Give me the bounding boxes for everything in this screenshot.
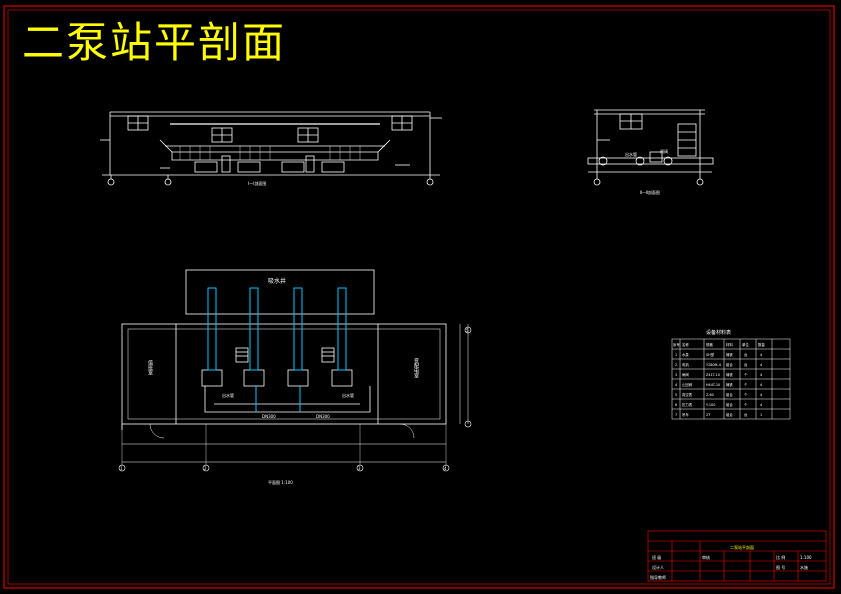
table-cell: 7 <box>675 413 677 417</box>
table-cell: 组合 <box>726 392 733 397</box>
pump-1 <box>201 369 223 387</box>
table-cell: 个 <box>744 392 748 397</box>
table-cell: 1 <box>760 413 762 417</box>
axis-bubbles <box>118 326 472 472</box>
table-cell: 组合 <box>726 402 733 407</box>
table-cell: Z-60 <box>706 393 714 397</box>
table-cell: 4 <box>760 373 762 377</box>
table-cell: 个 <box>744 402 748 407</box>
table-cell: 电机 <box>682 362 689 367</box>
table-cell: 台 <box>744 362 748 367</box>
left-room-label: 值班室 <box>147 359 153 375</box>
right-room-label: 变配电室 <box>413 357 419 378</box>
pump-3 <box>287 369 309 387</box>
table-header: 数量 <box>758 342 765 347</box>
title-block-value: 1:100 <box>800 555 812 560</box>
pump <box>321 161 345 173</box>
table-cell: Z41T-10 <box>706 373 720 377</box>
table-cell: 台 <box>744 352 748 357</box>
elevation-right-valve-label: 闸阀 <box>660 148 668 154</box>
table-header: 单位 <box>742 342 749 347</box>
elevation-right-caption: Ⅱ—Ⅱ剖面图 <box>640 189 660 195</box>
title-block-label: 图 号 <box>776 564 785 570</box>
table-cell: Y280M-4 <box>706 363 721 367</box>
table-cell: 4 <box>760 403 762 407</box>
axis-mark-1: 1 <box>120 466 123 471</box>
table-cell: 4 <box>760 393 762 397</box>
pump <box>237 161 261 173</box>
title-block-label: 设计人 <box>652 564 664 570</box>
pump <box>281 161 305 173</box>
title-block-drawing-name: 二泵站平剖面 <box>730 544 754 550</box>
well-label: 吸水井 <box>268 277 286 285</box>
suction-pipes <box>207 287 347 412</box>
table-cell: 3 <box>675 373 677 377</box>
title-block-label: 审核 <box>702 554 710 560</box>
equipment-table-text: 序号 名称 规格 材料 单位 数量 1 水泵 SH型 铸铁 台 4 2 电机 Y… <box>673 342 765 417</box>
table-cell: 4 <box>760 363 762 367</box>
table-cell: 4 <box>760 353 762 357</box>
table-cell: 水泵 <box>682 352 689 357</box>
title-block-label: 指导教师 <box>650 574 666 580</box>
pump-2 <box>243 369 265 387</box>
axis-mark-4: 4 <box>444 466 447 471</box>
suction-well <box>185 269 375 315</box>
table-cell: 6 <box>675 403 677 407</box>
title-block-value: 水施 <box>800 564 808 570</box>
table-cell: 1 <box>675 353 677 357</box>
plan-caption: 平面图 1:100 <box>268 479 293 485</box>
pipe-label-4: DN300 <box>316 414 330 419</box>
table-header: 名称 <box>682 342 689 347</box>
table-cell: 闸阀 <box>682 372 689 377</box>
pipe-label-3: DN300 <box>262 414 276 419</box>
table-header: 材料 <box>726 342 733 347</box>
pipe-label-2: 出水管 <box>342 392 354 398</box>
table-cell: 5 <box>675 393 677 397</box>
axis-mark-2: 2 <box>204 466 207 471</box>
table-cell: H44T-10 <box>706 383 720 387</box>
table-cell: 2 <box>675 363 677 367</box>
table-cell: 个 <box>744 382 748 387</box>
table-cell: 铸铁 <box>726 372 733 377</box>
table-cell: 台 <box>744 412 748 417</box>
title-block <box>647 530 827 582</box>
table-cell: 止回阀 <box>682 382 693 387</box>
table-cell: 2T <box>706 413 711 417</box>
elevation-right-outlet-label: 出水管 <box>625 151 637 157</box>
equipment-table-title: 设备材料表 <box>706 329 731 336</box>
pump <box>194 161 218 173</box>
table-cell: 组合 <box>726 362 733 367</box>
axis-mark-3: 3 <box>358 466 361 471</box>
elevation-left <box>100 111 442 186</box>
title-block-label: 比 例 <box>776 554 785 560</box>
elevation-left-caption: Ⅰ—Ⅰ剖面图 <box>248 180 266 186</box>
drawing-title: 二泵站平剖面 <box>22 18 287 67</box>
pump-4 <box>331 369 353 387</box>
table-cell: 压力表 <box>682 402 693 407</box>
outer-frame <box>3 5 835 589</box>
table-cell: Y-100 <box>706 403 715 407</box>
table-cell: 4 <box>675 383 677 387</box>
table-cell: 组合 <box>726 412 733 417</box>
table-header: 规格 <box>706 342 713 347</box>
table-cell: 铸铁 <box>726 382 733 387</box>
table-header: 序号 <box>673 342 680 347</box>
table-cell: SH型 <box>706 352 715 357</box>
pipe-label-1: 出水管 <box>222 392 234 398</box>
axis-mark-5: 5 <box>466 328 469 333</box>
plan-view <box>121 269 469 466</box>
inner-frame <box>7 9 831 585</box>
table-cell: 吊车 <box>682 412 689 417</box>
table-cell: 个 <box>744 372 748 377</box>
elevation-right <box>587 109 714 186</box>
table-cell: 铸铁 <box>726 352 733 357</box>
title-block-label: 班 级 <box>652 554 661 560</box>
table-cell: 真空表 <box>682 392 693 397</box>
table-cell: 4 <box>760 383 762 387</box>
equipment-table <box>671 338 791 420</box>
